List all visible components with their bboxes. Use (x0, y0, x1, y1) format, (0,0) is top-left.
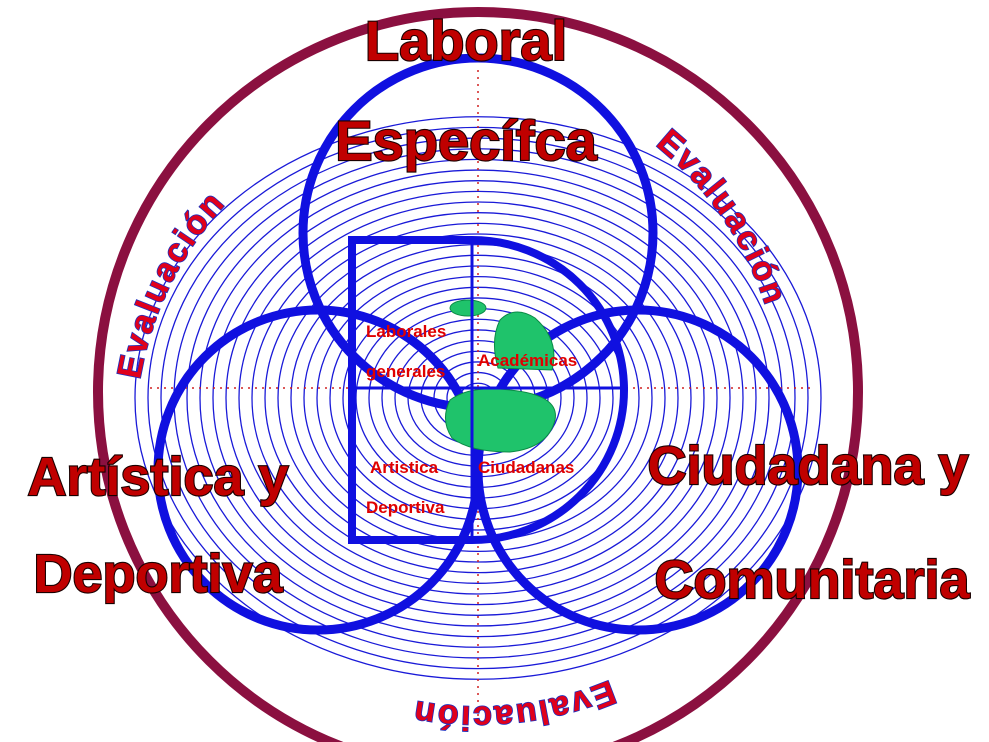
concentric-rings (134, 116, 822, 680)
island-upper (494, 311, 555, 371)
concentric-ring (251, 212, 705, 584)
label-deportiva: Deportiva (33, 544, 283, 604)
outer-ring (93, 7, 863, 742)
island-lower (445, 388, 556, 453)
quadrant-top-right: Académicas (478, 351, 577, 370)
concentric-ring (199, 169, 757, 627)
label-artistica: Artística y (27, 447, 288, 507)
concentric-ring (316, 265, 640, 531)
concentric-ring (225, 190, 731, 606)
quadrant-bottom-right: Ciudadanas (478, 458, 574, 477)
concentric-ring (186, 158, 770, 638)
quadrant-bottom-left-line2: Deportiva (366, 498, 445, 517)
concentric-ring (212, 180, 744, 616)
label-ciudadana: Ciudadana y (647, 436, 968, 496)
quadrant-bottom-left-line1: Artistica (370, 458, 439, 477)
island-small (449, 299, 487, 317)
label-laboral: Laboral (365, 9, 567, 72)
concentric-ring (160, 137, 796, 659)
quadrant-top-left-line1: Laborales (366, 322, 446, 341)
circle-right (473, 305, 803, 635)
concentric-ring (238, 201, 718, 595)
quadrant-top-left-line2: generales (366, 362, 445, 381)
concentric-ring (290, 244, 666, 552)
center-d-shape (348, 236, 628, 544)
label-especifica: Específca (335, 109, 597, 172)
label-comunitaria: Comunitaria (654, 550, 970, 610)
concentric-ring (264, 222, 692, 574)
